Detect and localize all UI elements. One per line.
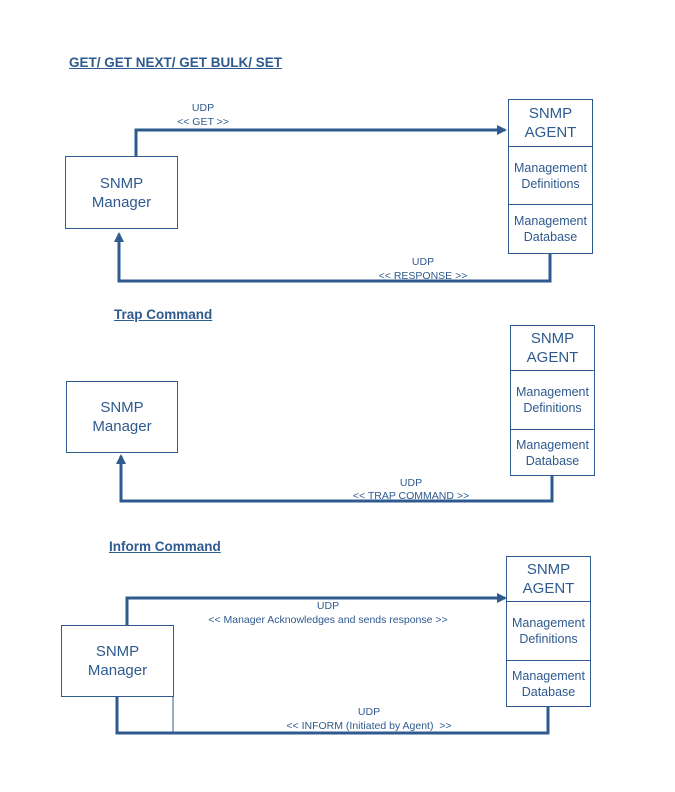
inform-protocol-label: UDP bbox=[357, 706, 381, 718]
agent-title: SNMP AGENT bbox=[511, 326, 594, 370]
management-definitions-cell: Management Definitions bbox=[509, 146, 592, 204]
response-protocol-label: UDP bbox=[411, 256, 435, 268]
acknowledge-command-label: << Manager Acknowledges and sends respon… bbox=[208, 614, 448, 626]
definitions-line2: Definitions bbox=[519, 632, 578, 646]
response-command-label: << RESPONSE >> bbox=[378, 270, 468, 282]
definitions-line1: Management bbox=[512, 616, 585, 630]
get-request-arrow bbox=[134, 125, 507, 156]
manager-label-line2: Manager bbox=[92, 418, 152, 435]
trap-protocol-label: UDP bbox=[399, 477, 423, 489]
request-command-label: << GET >> bbox=[177, 116, 229, 128]
management-definitions-cell: Management Definitions bbox=[507, 601, 590, 660]
management-database-cell: Management Database bbox=[511, 429, 594, 475]
management-database-cell: Management Database bbox=[507, 660, 590, 706]
snmp-manager-box: SNMP Manager bbox=[61, 625, 174, 697]
agent-title-line1: SNMP bbox=[526, 561, 571, 578]
management-database-cell: Management Database bbox=[509, 204, 592, 253]
agent-title-line2: AGENT bbox=[526, 349, 579, 366]
database-line2: Database bbox=[521, 684, 576, 699]
database-line1: Management bbox=[516, 437, 589, 452]
definitions-line2: Definitions bbox=[521, 176, 580, 191]
database-line2: Database bbox=[523, 230, 578, 244]
agent-title-line1: SNMP bbox=[528, 105, 573, 122]
database-line1: Management bbox=[512, 668, 585, 683]
snmp-manager-box: SNMP Manager bbox=[66, 381, 178, 453]
agent-title-line2: AGENT bbox=[522, 580, 575, 597]
section-heading-trap: Trap Command bbox=[114, 307, 213, 322]
acknowledge-arrow bbox=[125, 593, 507, 625]
agent-title: SNMP AGENT bbox=[507, 557, 590, 601]
agent-title-line1: SNMP bbox=[530, 330, 575, 347]
trap-arrow bbox=[116, 454, 554, 503]
management-definitions-cell: Management Definitions bbox=[511, 370, 594, 429]
response-arrow bbox=[114, 232, 552, 283]
manager-label-line2: Manager bbox=[87, 662, 148, 679]
snmp-agent-box: SNMP AGENT Management Definitions Manage… bbox=[508, 99, 593, 254]
database-line1: Management bbox=[514, 214, 587, 228]
definitions-line1: Management bbox=[516, 385, 589, 399]
snmp-agent-box: SNMP AGENT Management Definitions Manage… bbox=[510, 325, 595, 476]
section-heading-get: GET/ GET NEXT/ GET BULK/ SET bbox=[69, 55, 283, 70]
trap-command-label: << TRAP COMMAND >> bbox=[352, 490, 470, 502]
snmp-agent-box: SNMP AGENT Management Definitions Manage… bbox=[506, 556, 591, 707]
agent-title-line2: AGENT bbox=[524, 124, 577, 141]
acknowledge-protocol-label: UDP bbox=[316, 600, 340, 612]
snmp-manager-box: SNMP Manager bbox=[65, 156, 178, 229]
section-heading-inform: Inform Command bbox=[109, 539, 221, 554]
manager-label-line2: Manager bbox=[91, 193, 152, 211]
definitions-line1: Management bbox=[514, 160, 587, 175]
request-protocol-label: UDP bbox=[191, 102, 215, 114]
agent-title: SNMP AGENT bbox=[509, 100, 592, 146]
manager-label-line1: SNMP bbox=[99, 174, 144, 192]
manager-label-line1: SNMP bbox=[100, 399, 144, 416]
inform-command-label: << INFORM (Initiated by Agent) >> bbox=[286, 720, 452, 732]
manager-label-line1: SNMP bbox=[95, 643, 140, 660]
inform-arrow bbox=[112, 683, 550, 735]
definitions-line2: Definitions bbox=[523, 401, 582, 415]
database-line2: Database bbox=[525, 453, 580, 468]
